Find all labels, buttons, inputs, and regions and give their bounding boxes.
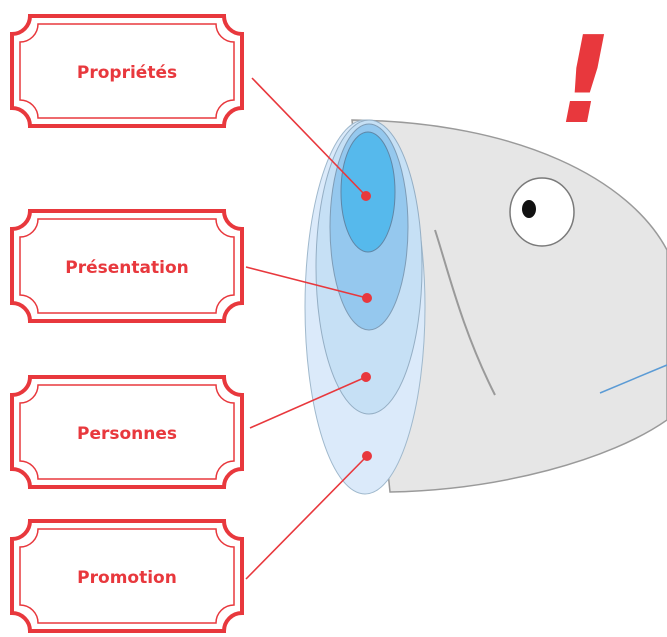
label-text-personnes: Personnes bbox=[77, 424, 177, 444]
label-text-proprietes: Propriétés bbox=[77, 63, 177, 83]
dot-proprietes bbox=[361, 191, 371, 201]
eye-pupil bbox=[522, 200, 536, 218]
label-promotion: Promotion bbox=[10, 519, 244, 633]
label-text-presentation: Présentation bbox=[65, 258, 188, 278]
connector-dots bbox=[361, 191, 372, 461]
label-proprietes: Propriétés bbox=[10, 14, 244, 128]
layers bbox=[304, 119, 426, 495]
label-personnes: Personnes bbox=[10, 375, 244, 489]
exclamation-mark: ! bbox=[558, 12, 613, 151]
connectors bbox=[245, 77, 368, 580]
connector-presentation bbox=[245, 266, 368, 299]
dot-personnes bbox=[361, 372, 371, 382]
dot-presentation bbox=[362, 293, 372, 303]
dot-promotion bbox=[362, 451, 372, 461]
label-presentation: Présentation bbox=[10, 209, 244, 323]
head-shape bbox=[351, 119, 667, 493]
connector-promotion bbox=[245, 455, 368, 580]
connector-personnes bbox=[249, 376, 367, 429]
mouth-line bbox=[599, 364, 667, 394]
head-illustration bbox=[351, 119, 667, 493]
connector-proprietes bbox=[251, 77, 367, 197]
cheek-line bbox=[434, 229, 496, 396]
label-text-promotion: Promotion bbox=[77, 568, 177, 588]
eye-white bbox=[509, 177, 575, 247]
